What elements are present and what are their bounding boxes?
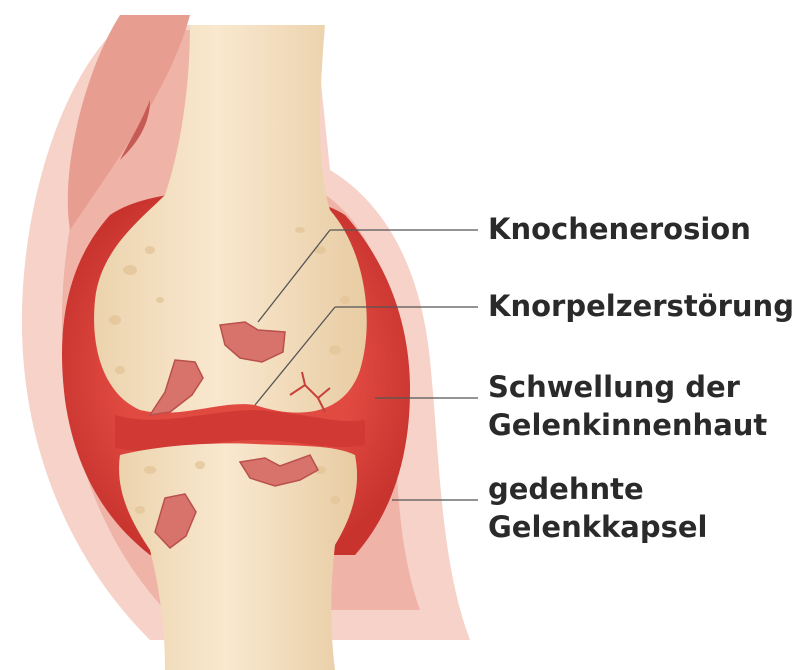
label-cartilage-destruction: Knorpelzerstörung: [488, 287, 794, 325]
label-line: Knochenerosion: [488, 210, 751, 248]
label-line: Knorpelzerstörung: [488, 287, 794, 325]
label-line: Gelenkkapsel: [488, 508, 708, 546]
label-line: Gelenkinnenhaut: [488, 406, 767, 444]
label-synovium-swelling: Schwellung der Gelenkinnenhaut: [488, 368, 767, 444]
label-line: Schwellung der: [488, 368, 767, 406]
label-line: gedehnte: [488, 470, 708, 508]
label-stretched-capsule: gedehnte Gelenkkapsel: [488, 470, 708, 546]
label-bone-erosion: Knochenerosion: [488, 210, 751, 248]
